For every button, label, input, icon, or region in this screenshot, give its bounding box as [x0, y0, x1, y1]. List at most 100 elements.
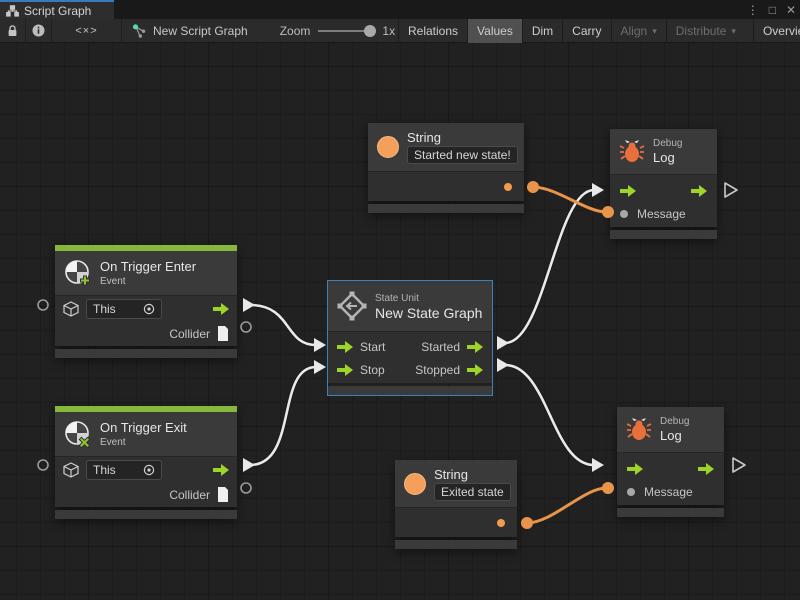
- wire-string-to-message-bottom: [526, 486, 607, 525]
- bug-icon: [619, 140, 645, 162]
- flow-out-port[interactable]: [467, 363, 483, 376]
- port-label: Collider: [169, 487, 210, 502]
- collider-doc-icon: [218, 487, 228, 502]
- string-literal-icon: [377, 136, 399, 158]
- node-title: String: [407, 130, 441, 145]
- flow-in-port[interactable]: [337, 363, 353, 376]
- node-footer: [610, 230, 717, 239]
- event-color-bar: [55, 245, 237, 251]
- port-label: Message: [637, 206, 686, 221]
- node-on-trigger-enter[interactable]: On Trigger Enter Event This: [55, 245, 237, 358]
- flow-out-port[interactable]: [698, 462, 714, 475]
- unconnected-flow-triangles[interactable]: [724, 182, 746, 473]
- event-color-bar: [55, 406, 237, 412]
- lock-icon: [8, 24, 17, 36]
- event-enter-icon: [65, 260, 90, 286]
- zoom-slider[interactable]: [318, 24, 377, 37]
- target-object-field[interactable]: This: [86, 459, 162, 480]
- graph-picker[interactable]: New Script Graph: [122, 24, 258, 38]
- node-footer: [395, 540, 517, 549]
- tab-bar: Script Graph ⋮ □ ✕: [0, 0, 800, 19]
- node-footer: [55, 349, 237, 358]
- message-input-port[interactable]: [620, 209, 628, 218]
- align-dropdown[interactable]: Align▾: [610, 19, 666, 43]
- maximize-icon[interactable]: □: [768, 2, 776, 17]
- cube-icon: [63, 300, 79, 317]
- carry-toggle[interactable]: Carry: [562, 19, 610, 43]
- object-picker-icon[interactable]: [143, 303, 155, 315]
- port-label: Start: [360, 339, 386, 354]
- node-debug-log-top[interactable]: Debug Log Message: [610, 129, 717, 239]
- string-output-port[interactable]: [504, 183, 512, 191]
- graph-name-label: New Script Graph: [153, 23, 248, 38]
- flow-out-port[interactable]: [691, 184, 707, 197]
- target-object-field[interactable]: This: [86, 298, 162, 319]
- flow-out-port[interactable]: [467, 340, 483, 353]
- node-title: Log: [653, 150, 675, 165]
- dim-toggle[interactable]: Dim: [521, 19, 562, 43]
- info-icon: [32, 24, 45, 37]
- node-kicker: State Unit: [375, 292, 419, 304]
- node-footer: [368, 204, 524, 213]
- node-footer: [328, 386, 492, 395]
- code-icon: <×>: [75, 24, 98, 37]
- cube-icon: [63, 461, 79, 478]
- info-button[interactable]: [26, 18, 52, 43]
- node-debug-log-bottom[interactable]: Debug Log Message: [617, 407, 724, 517]
- lock-button[interactable]: [0, 18, 26, 43]
- port-label: Stop: [360, 362, 385, 377]
- overview-button[interactable]: Overview: [752, 19, 800, 43]
- wire-string-to-message-top: [532, 185, 607, 214]
- node-on-trigger-exit[interactable]: On Trigger Exit Event This: [55, 406, 237, 519]
- state-unit-icon: [337, 291, 367, 321]
- zoom-slider-knob[interactable]: [364, 24, 377, 37]
- node-state-unit[interactable]: State Unit New State Graph Start Started…: [328, 281, 492, 395]
- node-string-started[interactable]: String Started new state!: [368, 123, 524, 213]
- port-label: Message: [644, 484, 693, 499]
- node-footer: [617, 508, 724, 517]
- message-input-port[interactable]: [627, 487, 635, 496]
- node-title: New State Graph: [375, 304, 483, 321]
- string-value-input[interactable]: Exited state: [434, 482, 511, 501]
- string-literal-icon: [404, 472, 426, 495]
- values-toggle[interactable]: Values: [467, 19, 522, 43]
- chevron-down-icon: ▾: [731, 25, 736, 36]
- tab-script-graph[interactable]: Script Graph: [0, 0, 114, 19]
- flow-in-port[interactable]: [627, 462, 643, 475]
- node-title: On Trigger Enter: [100, 258, 197, 274]
- node-title: String: [434, 466, 468, 482]
- event-exit-icon: [65, 421, 91, 448]
- node-footer: [55, 510, 237, 519]
- flow-out-port[interactable]: [213, 463, 229, 476]
- script-graph-icon: [132, 23, 146, 38]
- relations-toggle[interactable]: Relations: [398, 19, 467, 43]
- string-output-port[interactable]: [497, 519, 505, 527]
- node-string-exited[interactable]: String Exited state: [395, 460, 517, 549]
- chevron-down-icon: ▾: [652, 25, 657, 36]
- flow-in-port[interactable]: [337, 340, 353, 353]
- node-kicker: Debug: [660, 416, 690, 427]
- close-icon[interactable]: ✕: [785, 2, 796, 17]
- node-subtitle: Event: [100, 275, 126, 287]
- graph-canvas[interactable]: String Started new state!: [0, 43, 800, 600]
- zoom-value: 1x: [382, 23, 396, 38]
- node-kicker: Debug: [653, 138, 683, 149]
- flow-in-port[interactable]: [620, 184, 636, 197]
- distribute-dropdown[interactable]: Distribute▾: [665, 19, 745, 43]
- collider-doc-icon: [218, 326, 228, 341]
- node-subtitle: Event: [100, 436, 126, 448]
- wire-exit-to-stop: [249, 365, 317, 467]
- bug-icon: [626, 418, 652, 440]
- object-picker-icon[interactable]: [143, 464, 155, 476]
- string-value-input[interactable]: Started new state!: [407, 146, 518, 164]
- tab-title: Script Graph: [24, 3, 92, 18]
- code-view-button[interactable]: <×>: [52, 18, 122, 43]
- menu-icon[interactable]: ⋮: [746, 2, 759, 17]
- port-label: Collider: [169, 326, 210, 341]
- flow-out-port[interactable]: [213, 302, 229, 315]
- port-label: Stopped: [415, 362, 460, 377]
- value-wire-endpoints: [521, 181, 614, 529]
- wire-stopped-to-log: [504, 363, 595, 467]
- zoom-label: Zoom: [279, 23, 311, 38]
